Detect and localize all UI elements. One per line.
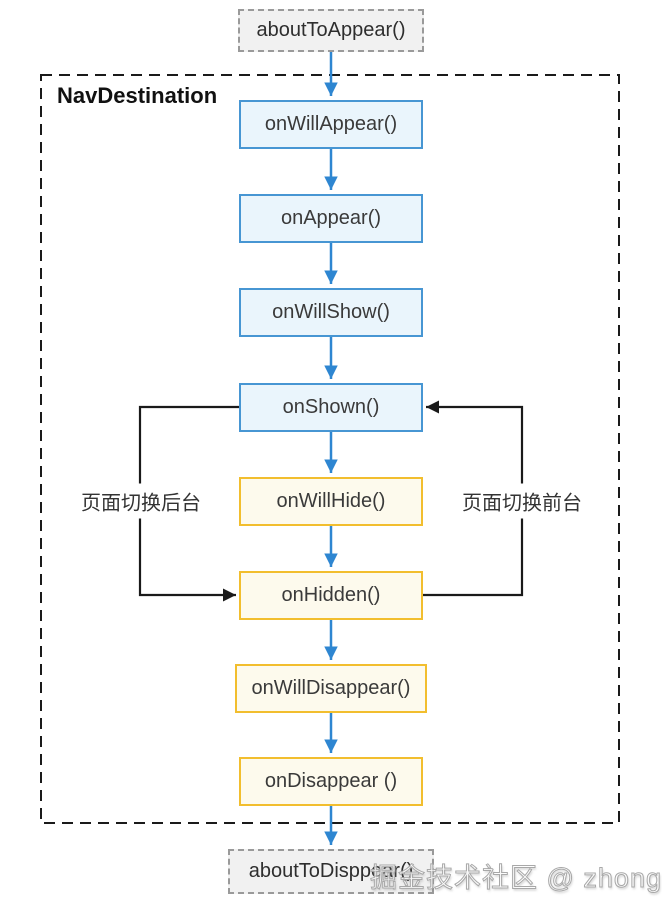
node-about-to-appear: aboutToAppear() <box>238 9 424 52</box>
loop-left-label: 页面切换后台 <box>79 483 203 519</box>
node-ondisappear: onDisappear () <box>239 757 423 806</box>
node-onwillhide: onWillHide() <box>239 477 423 526</box>
node-onwillshow: onWillShow() <box>239 288 423 337</box>
node-onwillappear: onWillAppear() <box>239 100 423 149</box>
navdestination-title: NavDestination <box>57 83 218 108</box>
loop-right-label: 页面切换前台 <box>460 483 584 519</box>
watermark-text: 掘金技术社区 @ zhongzx <box>370 863 662 894</box>
node-onwilldisappear: onWillDisappear() <box>235 664 427 713</box>
node-onhidden: onHidden() <box>239 571 423 620</box>
node-onappear: onAppear() <box>239 194 423 243</box>
node-about-to-disppear: aboutToDisppear() <box>228 849 434 894</box>
node-onshown: onShown() <box>239 383 423 432</box>
